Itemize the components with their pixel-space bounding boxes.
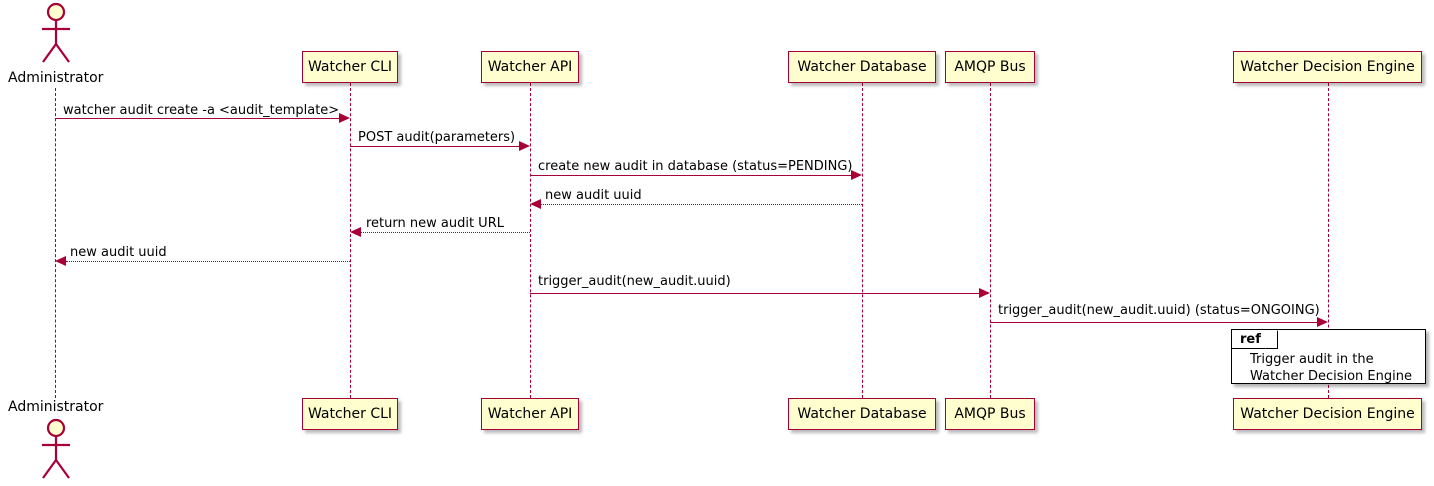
message-line-7	[530, 293, 980, 294]
lifeline-watcher-decision-engine	[1328, 83, 1329, 398]
participant-label-watcher-decision-engine-bottom: Watcher Decision Engine	[1240, 406, 1415, 422]
message-label-3: create new audit in database (status=PEN…	[538, 159, 853, 174]
message-label-5: return new audit URL	[366, 216, 504, 231]
ref-fragment-tab: ref	[1232, 330, 1278, 349]
participant-label-watcher-api-top: Watcher API	[487, 59, 573, 75]
participant-amqp-bus-top[interactable]: AMQP Bus	[945, 51, 1035, 83]
participant-watcher-decision-engine-bottom[interactable]: Watcher Decision Engine	[1233, 398, 1422, 430]
lifeline-watcher-database	[862, 83, 863, 398]
participant-label-watcher-cli-top: Watcher CLI	[307, 59, 393, 75]
message-label-8: trigger_audit(new_audit.uuid) (status=ON…	[998, 303, 1320, 318]
actor-figure-icon	[42, 2, 70, 63]
message-label-4: new audit uuid	[545, 188, 642, 203]
message-label-1: watcher audit create -a <audit_template>	[63, 103, 340, 118]
message-label-7: trigger_audit(new_audit.uuid)	[538, 274, 731, 289]
ref-fragment-keyword: ref	[1240, 331, 1261, 347]
message-line-1	[55, 118, 340, 119]
lifeline-amqp-bus	[990, 83, 991, 398]
participant-label-amqp-bus-top: AMQP Bus	[954, 59, 1026, 75]
message-arrowhead-6	[55, 256, 66, 266]
lifeline-administrator	[55, 88, 56, 398]
message-line-5	[361, 232, 530, 233]
participant-label-watcher-api-bottom: Watcher API	[487, 406, 573, 422]
ref-fragment-box: ref Trigger audit in the Watcher Decisio…	[1231, 329, 1426, 384]
participant-label-administrator-top: Administrator	[8, 70, 104, 86]
message-arrowhead-5	[350, 227, 361, 237]
participant-label-watcher-database-bottom: Watcher Database	[797, 406, 927, 422]
actor-figure-icon	[42, 418, 70, 479]
lifeline-watcher-api	[530, 83, 531, 398]
participant-watcher-database-top[interactable]: Watcher Database	[788, 51, 936, 83]
actor-administrator-top	[30, 2, 82, 64]
message-line-2	[350, 146, 520, 147]
message-arrowhead-4	[530, 199, 541, 209]
participant-watcher-api-top[interactable]: Watcher API	[481, 51, 579, 83]
participant-watcher-decision-engine-top[interactable]: Watcher Decision Engine	[1233, 51, 1422, 83]
actor-administrator-bottom	[30, 418, 82, 480]
message-label-2: POST audit(parameters)	[358, 130, 516, 145]
message-line-4	[541, 204, 862, 205]
participant-watcher-cli-top[interactable]: Watcher CLI	[302, 51, 398, 83]
message-arrowhead-8	[1317, 317, 1328, 327]
ref-tab-corner-shape	[1264, 330, 1278, 349]
message-arrowhead-2	[519, 141, 530, 151]
lifeline-watcher-cli	[350, 83, 351, 398]
participant-amqp-bus-bottom[interactable]: AMQP Bus	[945, 398, 1035, 430]
message-arrowhead-7	[979, 288, 990, 298]
participant-label-watcher-decision-engine-top: Watcher Decision Engine	[1240, 59, 1415, 75]
message-line-3	[530, 175, 852, 176]
participant-label-administrator-bottom: Administrator	[8, 399, 104, 415]
participant-watcher-api-bottom[interactable]: Watcher API	[481, 398, 579, 430]
participant-watcher-database-bottom[interactable]: Watcher Database	[788, 398, 936, 430]
participant-watcher-cli-bottom[interactable]: Watcher CLI	[302, 398, 398, 430]
message-line-6	[66, 261, 350, 262]
participant-label-amqp-bus-bottom: AMQP Bus	[954, 406, 1026, 422]
message-arrowhead-3	[851, 170, 862, 180]
ref-fragment-line-2: Watcher Decision Engine	[1250, 369, 1412, 384]
participant-label-watcher-database-top: Watcher Database	[797, 59, 927, 75]
message-arrowhead-1	[339, 113, 350, 123]
ref-fragment-line-1: Trigger audit in the	[1250, 352, 1374, 367]
participant-label-watcher-cli-bottom: Watcher CLI	[307, 406, 393, 422]
ref-fragment-body: Trigger audit in the Watcher Decision En…	[1232, 351, 1425, 385]
message-label-6: new audit uuid	[70, 245, 167, 260]
message-line-8	[990, 322, 1318, 323]
